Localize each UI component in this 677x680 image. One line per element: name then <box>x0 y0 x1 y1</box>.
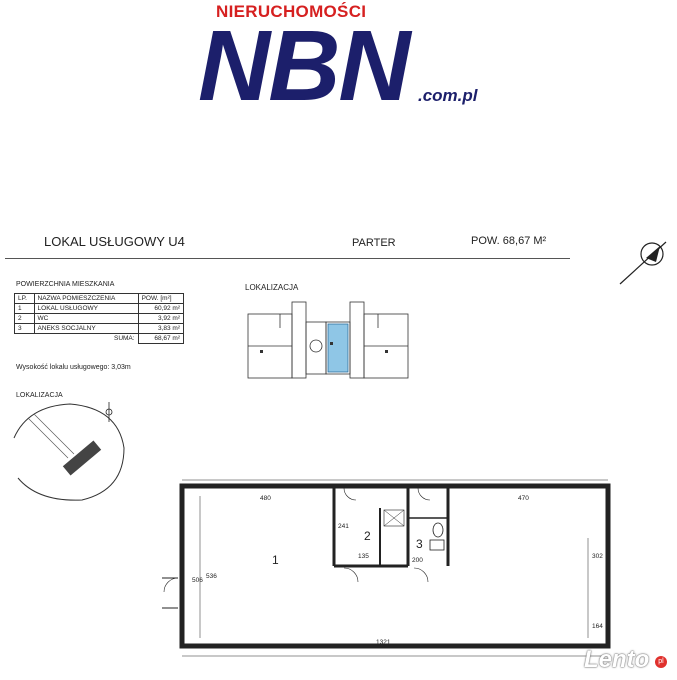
table-row: 1 LOKAL USŁUGOWY 60,92 m² <box>14 303 185 314</box>
building-footprint <box>62 440 102 476</box>
table-cell: ANEKS SOCJALNY <box>33 323 139 334</box>
table-cell: 60,92 m² <box>137 303 185 314</box>
sum-label: SUMA: <box>113 335 135 343</box>
dimension-label: 480 <box>260 495 271 502</box>
table-cell: WC <box>33 313 139 324</box>
rooms-section-title: POWIERZCHNIA MIESZKANIA <box>16 281 115 288</box>
table-cell: LOKAL USŁUGOWY <box>33 303 139 314</box>
table-cell: 1 <box>14 303 35 314</box>
area-label: POW. 68,67 M² <box>471 235 547 247</box>
header-divider <box>5 258 570 259</box>
dimension-label: 1321 <box>376 639 391 646</box>
table-cell: 3 <box>14 323 35 334</box>
room-label-2: 2 <box>364 529 371 543</box>
location-plan-drawing <box>247 301 409 379</box>
dimension-label: 241 <box>338 523 349 530</box>
watermark-badge: pl <box>655 656 667 668</box>
column-header: LP. <box>14 293 35 304</box>
sum-value: 68,67 m² <box>137 333 185 344</box>
logo-tagline: NIERUCHOMOŚCI <box>216 2 367 21</box>
column-header: POW. [m²] <box>137 293 185 304</box>
dimension-label: 200 <box>412 557 423 564</box>
dimension-label: 470 <box>518 495 529 502</box>
dimension-label: 506 <box>192 577 203 584</box>
logo-wordmark: NBN <box>198 10 411 122</box>
room-label-3: 3 <box>416 537 423 551</box>
site-plan-drawing <box>13 402 125 501</box>
table-row: 3 ANEKS SOCJALNY 3,83 m² <box>14 323 185 334</box>
site-plan-title: LOKALIZACJA <box>16 392 63 399</box>
dimension-label: 536 <box>206 573 217 580</box>
dimension-label: 164 <box>592 623 603 630</box>
watermark-logo: Lento <box>584 646 650 673</box>
dimension-label: 135 <box>358 553 369 560</box>
north-arrow-icon <box>619 241 667 285</box>
highlighted-unit <box>327 323 349 373</box>
table-header-row: LP. NAZWA POMIESZCZENIA POW. [m²] <box>14 293 185 304</box>
table-cell: 2 <box>14 313 35 324</box>
room-label-1: 1 <box>272 553 279 567</box>
table-row: 2 WC 3,92 m² <box>14 313 185 324</box>
column-header: NAZWA POMIESZCZENIA <box>33 293 139 304</box>
dimension-label: 302 <box>592 553 603 560</box>
unit-title: LOKAL USŁUGOWY U4 <box>44 234 185 249</box>
location-plan-title: LOKALIZACJA <box>245 283 299 292</box>
floor-label: PARTER <box>352 237 396 249</box>
height-note: Wysokość lokalu usługowego: 3,03m <box>16 364 131 371</box>
table-sum-row: SUMA: 68,67 m² <box>15 333 185 344</box>
table-cell: 3,83 m² <box>137 323 185 334</box>
table-cell: 3,92 m² <box>137 313 185 324</box>
logo-domain: .com.pl <box>418 86 478 105</box>
rooms-table: LP. NAZWA POMIESZCZENIA POW. [m²] 1 LOKA… <box>14 293 185 344</box>
floor-plan-drawing: 1 2 3 480 470 1321 536 506 302 164 135 2… <box>162 479 611 657</box>
